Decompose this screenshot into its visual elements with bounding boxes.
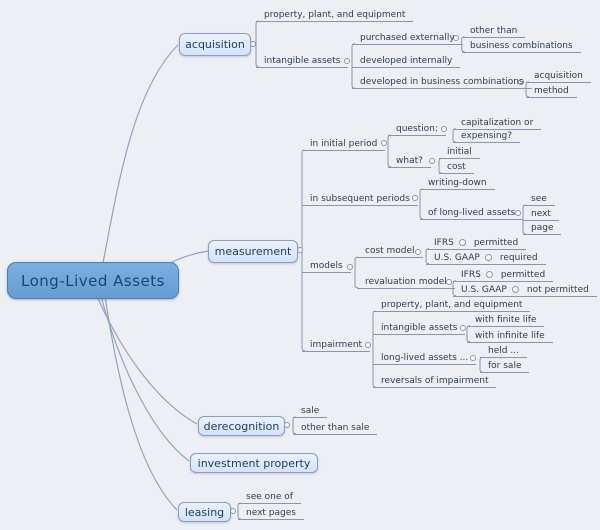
node-with-infinite-life[interactable]: with infinite life: [467, 330, 553, 343]
collapse-handle[interactable]: [485, 270, 493, 278]
node-question[interactable]: question:: [388, 123, 446, 136]
node-other-than[interactable]: other than: [462, 25, 526, 38]
node-capitalization-or[interactable]: capitalization or: [453, 117, 542, 130]
node-with-finite-life[interactable]: with finite life: [467, 314, 545, 327]
node-next[interactable]: next: [523, 208, 559, 221]
node-of-long-lived-assets[interactable]: of long-lived assets: [420, 207, 524, 220]
node-initial-cost-line2[interactable]: cost: [439, 161, 474, 174]
node-initial-cost-line1[interactable]: initial: [439, 146, 480, 159]
collapse-handle[interactable]: [347, 264, 353, 270]
node-acquisition[interactable]: acquisition: [179, 33, 251, 56]
node-impairment-intangible-assets[interactable]: intangible assets: [373, 322, 466, 335]
collapse-handle[interactable]: [344, 58, 350, 64]
node-developed-in-business-combinations[interactable]: developed in business combinations: [352, 76, 532, 89]
collapse-handle[interactable]: [415, 249, 421, 255]
collapse-handle[interactable]: [365, 342, 371, 348]
node-business-combinations[interactable]: business combinations: [462, 40, 581, 53]
collapse-handle[interactable]: [381, 140, 387, 146]
node-acquisition-method-line1[interactable]: acquisition: [526, 70, 591, 83]
node-reversals-of-impairment[interactable]: reversals of impairment: [373, 375, 497, 388]
node-purchased-externally[interactable]: purchased externally: [352, 32, 463, 45]
node-page[interactable]: page: [523, 222, 562, 235]
node-impairment-ppe[interactable]: property, plant, and equipment: [373, 299, 531, 312]
collapse-handle[interactable]: [460, 325, 466, 331]
node-models[interactable]: models: [302, 260, 351, 273]
node-investment-property[interactable]: investment property: [190, 453, 318, 473]
collapse-handle[interactable]: [250, 41, 256, 47]
collapse-handle[interactable]: [412, 195, 418, 201]
node-cost-ifrs[interactable]: IFRS: [434, 238, 454, 248]
collapse-handle[interactable]: [470, 355, 476, 361]
collapse-handle[interactable]: [453, 35, 459, 41]
node-reval-gaap[interactable]: U.S. GAAP: [461, 285, 507, 295]
collapse-handle[interactable]: [518, 79, 524, 85]
node-held[interactable]: held ...: [480, 345, 527, 358]
node-reval-gaap-status[interactable]: not permitted: [526, 285, 589, 295]
node-reval-gaap-row[interactable]: U.S. GAAP not permitted: [453, 284, 597, 297]
node-writing-down[interactable]: writing-down: [420, 177, 495, 190]
node-in-subsequent-periods[interactable]: in subsequent periods: [302, 193, 418, 206]
node-impairment[interactable]: impairment: [302, 339, 371, 352]
collapse-handle[interactable]: [446, 279, 452, 285]
node-measurement[interactable]: measurement: [208, 240, 298, 263]
node-reval-ifrs[interactable]: IFRS: [461, 270, 481, 280]
root-node-long-lived-assets[interactable]: Long-Lived Assets: [7, 262, 179, 299]
node-impairment-long-lived-assets[interactable]: long-lived assets ...: [373, 352, 477, 365]
node-cost-ifrs-row[interactable]: IFRS permitted: [426, 237, 527, 250]
node-other-than-sale[interactable]: other than sale: [293, 422, 378, 435]
node-for-sale[interactable]: for sale: [480, 360, 530, 373]
node-revaluation-model[interactable]: revaluation model: [357, 276, 455, 289]
node-expensing[interactable]: expensing?: [453, 130, 521, 143]
collapse-handle[interactable]: [297, 247, 303, 253]
collapse-handle[interactable]: [441, 126, 447, 132]
collapse-handle[interactable]: [511, 285, 519, 293]
node-next-pages[interactable]: next pages: [238, 507, 304, 520]
collapse-handle[interactable]: [484, 253, 492, 261]
node-cost-ifrs-status[interactable]: permitted: [473, 238, 519, 248]
node-cost-gaap-status[interactable]: required: [499, 253, 538, 263]
node-what[interactable]: what?: [388, 155, 431, 168]
root-edges: [96, 44, 209, 511]
node-leasing[interactable]: leasing: [178, 502, 231, 522]
collapse-handle[interactable]: [515, 210, 521, 216]
node-in-initial-period[interactable]: in initial period: [302, 138, 386, 151]
node-derecognition[interactable]: derecognition: [198, 416, 285, 436]
node-developed-internally[interactable]: developed internally: [352, 55, 461, 68]
node-reval-ifrs-row[interactable]: IFRS permitted: [453, 269, 554, 282]
collapse-handle[interactable]: [284, 422, 290, 428]
node-see[interactable]: see: [523, 193, 555, 206]
node-see-one-of[interactable]: see one of: [238, 491, 301, 504]
node-property-plant-equipment[interactable]: property, plant, and equipment: [256, 9, 414, 22]
node-cost-model[interactable]: cost model: [357, 245, 423, 258]
node-cost-gaap-row[interactable]: U.S. GAAP required: [426, 252, 546, 265]
collapse-handle[interactable]: [429, 158, 435, 164]
node-reval-ifrs-status[interactable]: permitted: [500, 270, 546, 280]
collapse-handle[interactable]: [230, 508, 236, 514]
collapse-handles[interactable]: [230, 35, 524, 514]
collapse-handle[interactable]: [458, 238, 466, 246]
node-sale[interactable]: sale: [293, 405, 328, 418]
node-cost-gaap[interactable]: U.S. GAAP: [434, 253, 480, 263]
node-acquisition-method-line2[interactable]: method: [526, 85, 577, 98]
node-intangible-assets[interactable]: intangible assets: [256, 55, 349, 68]
